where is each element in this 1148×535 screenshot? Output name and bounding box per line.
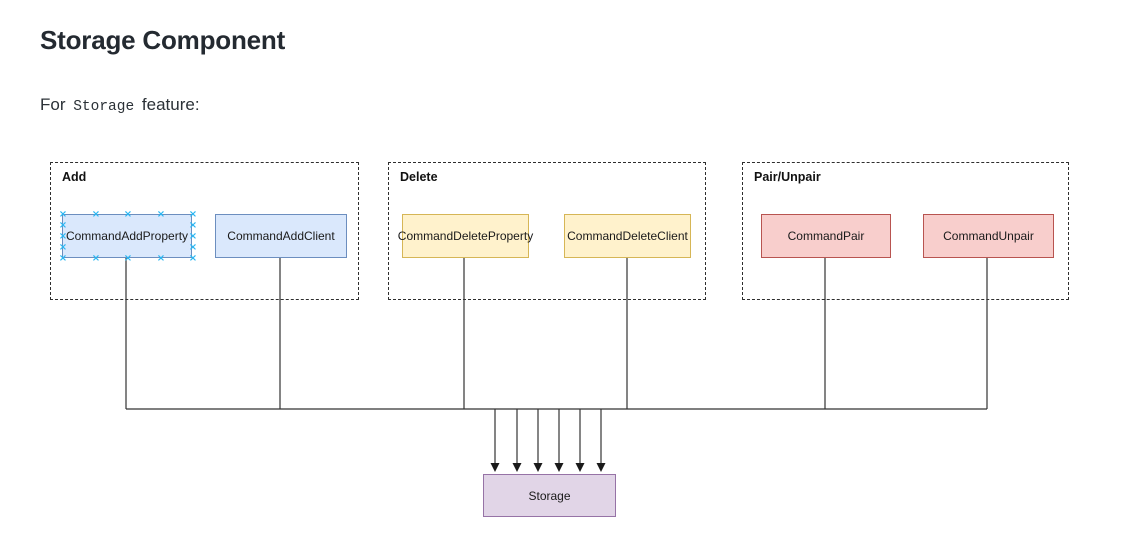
node-command-unpair-label: CommandUnpair: [943, 229, 1034, 243]
node-command-unpair: CommandUnpair: [923, 214, 1054, 258]
connection-point-icon: ×: [123, 208, 133, 220]
node-storage: Storage: [483, 474, 616, 517]
connection-point-icon: ×: [58, 230, 68, 242]
connection-point-icon: ×: [188, 208, 198, 220]
intro-text: For Storage feature:: [40, 95, 200, 115]
connection-point-icon: ×: [188, 219, 198, 231]
group-add-label: Add: [62, 170, 87, 184]
connection-point-icon: ×: [188, 230, 198, 242]
connection-point-icon: ×: [58, 208, 68, 220]
connection-point-icon: ×: [188, 252, 198, 264]
group-pair-unpair: Pair/Unpair CommandPair CommandUnpair: [742, 162, 1069, 300]
page-title: Storage Component: [40, 25, 286, 55]
intro-prefix: For: [40, 95, 66, 114]
group-delete: Delete CommandDeleteProperty CommandDele…: [388, 162, 706, 300]
connection-point-icon: ×: [123, 252, 133, 264]
connection-point-icon: ×: [188, 241, 198, 253]
node-command-delete-client-label: CommandDeleteClient: [567, 229, 688, 243]
connection-point-icon: ×: [58, 252, 68, 264]
node-command-add-property: CommandAddProperty × × × × × × × × × × ×…: [58, 209, 197, 263]
node-command-add-property-label: CommandAddProperty: [65, 229, 189, 243]
connection-point-icon: ×: [156, 208, 166, 220]
connection-point-icon: ×: [58, 241, 68, 253]
connection-point-icon: ×: [156, 252, 166, 264]
intro-suffix: feature:: [141, 95, 200, 114]
node-command-add-client: CommandAddClient: [215, 214, 347, 258]
node-command-delete-property-label: CommandDeleteProperty: [397, 229, 534, 243]
intro-code: Storage: [73, 99, 135, 115]
connection-point-icon: ×: [91, 252, 101, 264]
node-command-add-client-label: CommandAddClient: [227, 229, 335, 243]
connection-point-icon: ×: [58, 219, 68, 231]
node-storage-label: Storage: [528, 488, 571, 503]
node-command-pair-label: CommandPair: [787, 229, 865, 243]
group-pair-unpair-label: Pair/Unpair: [754, 170, 821, 184]
node-command-pair: CommandPair: [761, 214, 891, 258]
node-command-delete-client: CommandDeleteClient: [564, 214, 691, 258]
group-add: Add CommandAddProperty × × × × × × × × ×…: [50, 162, 359, 300]
connection-point-icon: ×: [91, 208, 101, 220]
node-command-delete-property: CommandDeleteProperty: [398, 214, 533, 258]
group-delete-label: Delete: [400, 170, 438, 184]
